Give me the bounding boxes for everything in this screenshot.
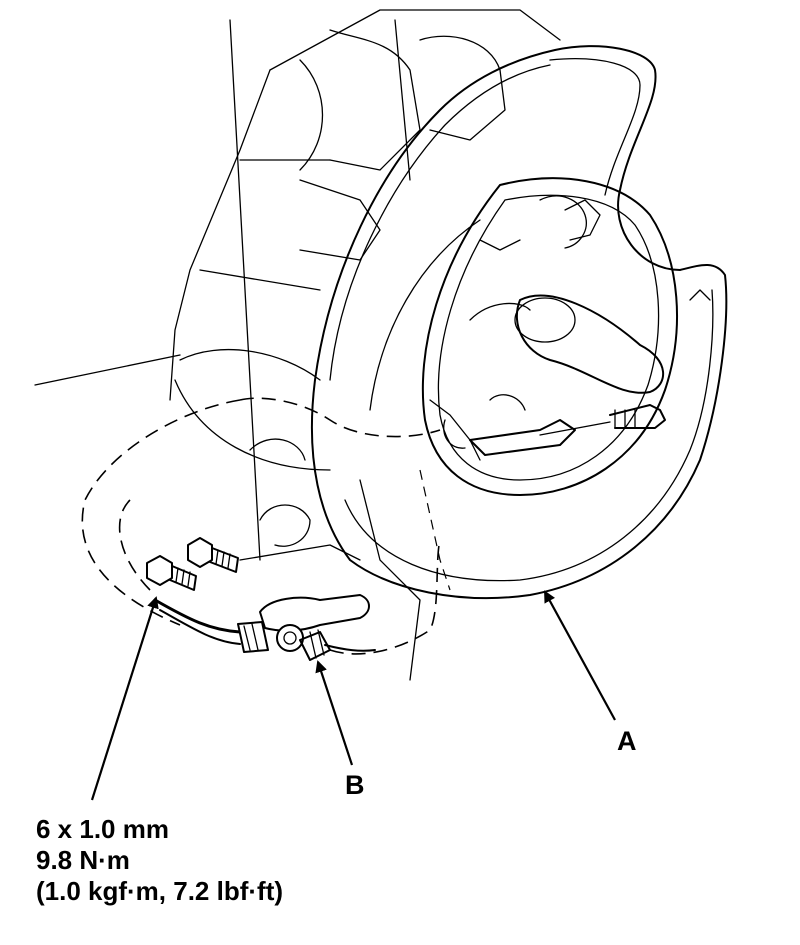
brake-drum-inner	[421, 177, 678, 496]
callout-b-label: B	[345, 770, 365, 800]
callout-a-arrow	[544, 590, 616, 721]
parking-brake-cable	[153, 594, 376, 661]
torque-nm: 9.8 N·m	[36, 845, 130, 875]
thread-spec: 6 x 1.0 mm	[36, 814, 169, 844]
spec-arrow	[90, 596, 159, 801]
cable-routing	[81, 397, 441, 655]
mounting-bolt-lower	[146, 555, 197, 591]
knuckle-body	[34, 9, 561, 681]
torque-alt-units: (1.0 kgf·m, 7.2 lbf·ft)	[36, 876, 284, 906]
callout-b-arrow	[315, 660, 354, 766]
callout-a-label: A	[617, 726, 637, 756]
mounting-bolt-upper	[187, 537, 239, 573]
splash-shield	[310, 45, 728, 600]
torque-spec: 6 x 1.0 mm 9.8 N·m (1.0 kgf·m, 7.2 lbf·f…	[36, 814, 283, 907]
